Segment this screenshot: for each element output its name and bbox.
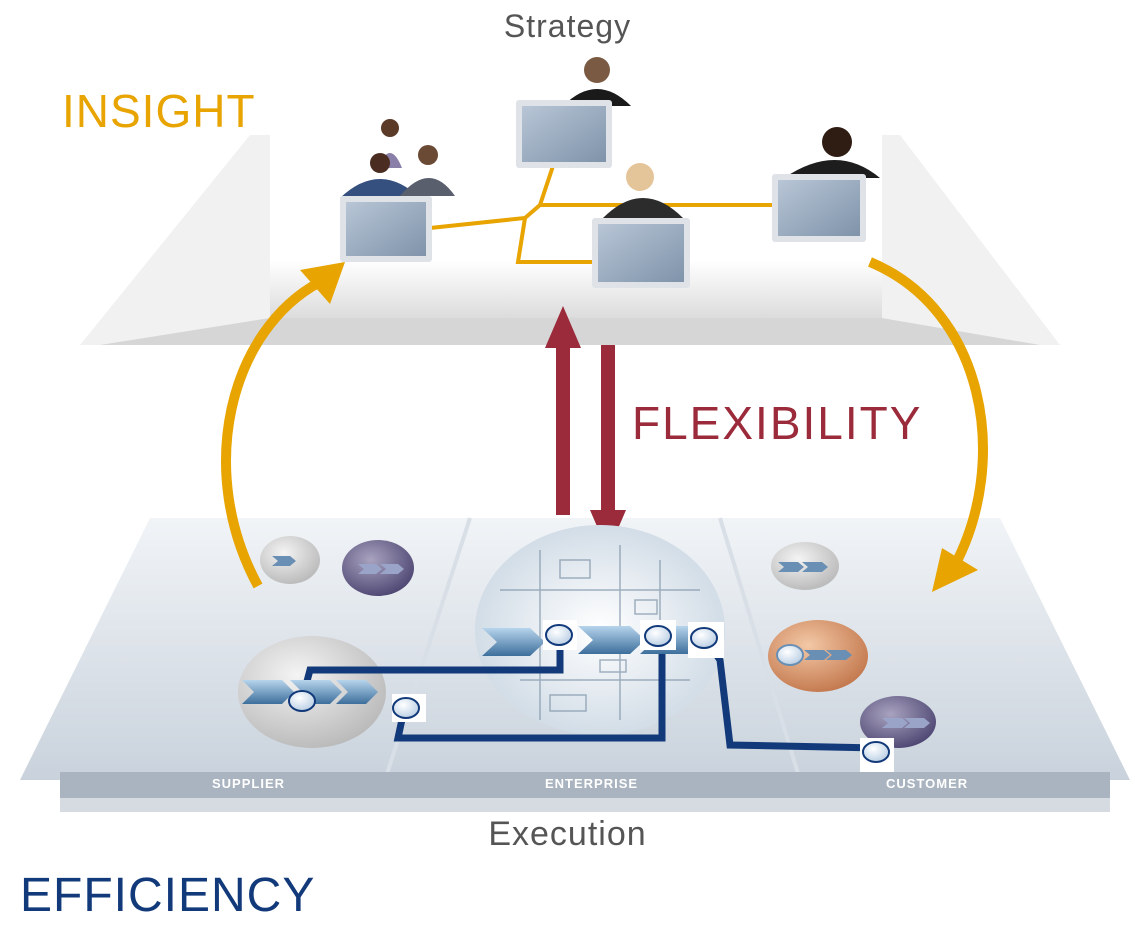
process-node — [392, 694, 426, 722]
computer-screen-icon — [772, 174, 866, 242]
process-node — [688, 622, 724, 658]
computer-screen-icon — [516, 100, 612, 168]
customer-section-label: CUSTOMER — [886, 776, 969, 791]
person-phone-icon — [563, 57, 631, 106]
efficiency-label: EFFICIENCY — [20, 869, 316, 922]
flexibility-arrow-down — [590, 345, 626, 552]
flexibility-label: FLEXIBILITY — [632, 397, 923, 449]
enterprise-section-label: ENTERPRISE — [545, 776, 639, 791]
supplier-section-label: SUPPLIER — [212, 776, 286, 791]
strategy-label: Strategy — [503, 8, 632, 44]
process-chevron-small-icon — [272, 556, 930, 728]
flexibility-arrow-up — [545, 306, 581, 515]
process-node — [543, 620, 577, 650]
insight-cycle-arrow-left — [221, 262, 345, 589]
computer-screen-icon — [592, 218, 690, 288]
person-headset-icon — [603, 163, 683, 218]
person-laughing-icon — [784, 127, 880, 178]
execution-label: Execution — [488, 815, 647, 853]
insight-label: INSIGHT — [62, 85, 256, 137]
people-group-icon — [340, 119, 455, 198]
people-network-lines — [429, 159, 775, 264]
process-circle — [771, 542, 839, 590]
computer-screen-icon — [340, 196, 432, 262]
process-node — [640, 620, 676, 650]
insight-cycle-arrow-right — [868, 257, 988, 592]
process-node — [860, 738, 894, 772]
process-node — [288, 690, 316, 712]
process-node — [776, 644, 804, 666]
